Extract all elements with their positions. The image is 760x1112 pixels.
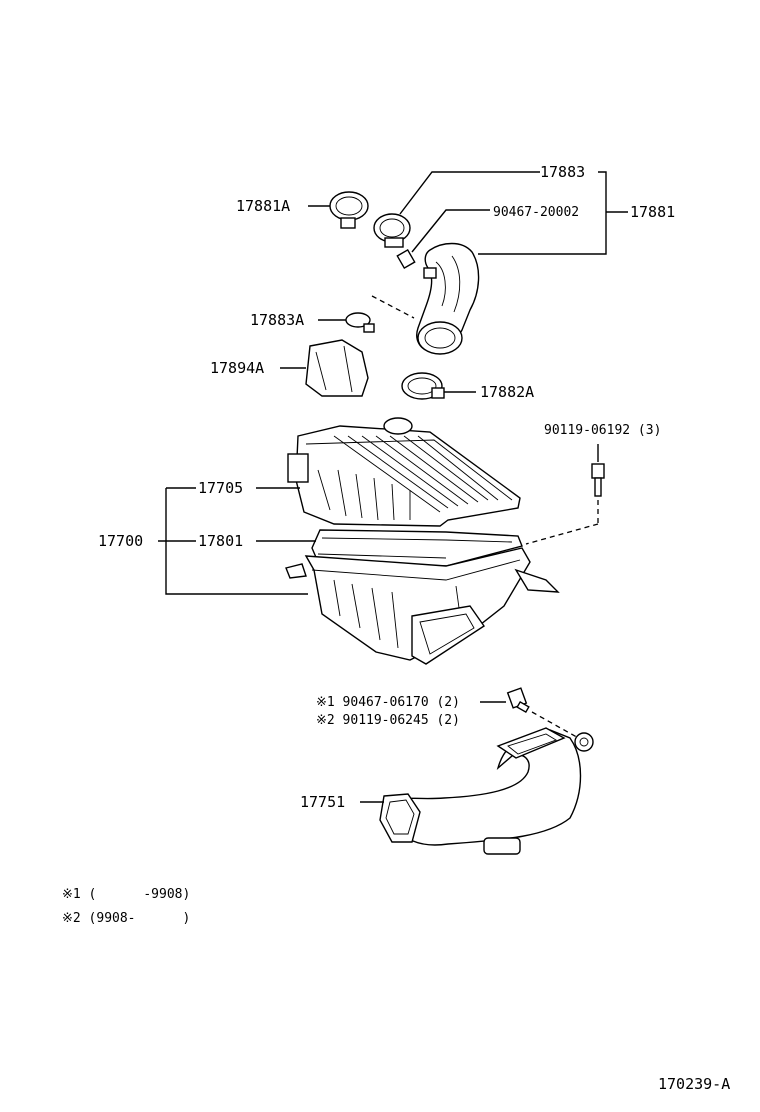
clamp-17883 bbox=[373, 213, 411, 248]
figure-code: 170239-A bbox=[658, 1075, 730, 1093]
label-17705: 17705 bbox=[198, 479, 243, 497]
bolt-90119-06192 bbox=[591, 463, 605, 497]
air-cleaner-case bbox=[285, 547, 560, 665]
clamp-17882A bbox=[401, 372, 445, 400]
clamp-17881A bbox=[329, 191, 369, 229]
label-17751: 17751 bbox=[300, 793, 345, 811]
air-cleaner-cap-17705 bbox=[287, 417, 521, 527]
label-17801: 17801 bbox=[198, 532, 243, 550]
bolt-90467-20002 bbox=[396, 248, 416, 270]
label-17894A: 17894A bbox=[210, 359, 264, 377]
footnote-2: ※2 (9908- ) bbox=[62, 911, 190, 926]
label-90467-06170: ※1 90467-06170 (2) bbox=[316, 695, 460, 710]
label-17883: 17883 bbox=[540, 163, 585, 181]
intake-duct-17751 bbox=[379, 727, 594, 855]
label-17881: 17881 bbox=[630, 203, 675, 221]
label-17883A: 17883A bbox=[250, 311, 304, 329]
filter-element-17801 bbox=[311, 529, 523, 567]
label-90119-06245: ※2 90119-06245 (2) bbox=[316, 713, 460, 728]
label-17700: 17700 bbox=[98, 532, 143, 550]
label-90119-06192: 90119-06192 (3) bbox=[544, 423, 661, 438]
footnote-1: ※1 ( -9908) bbox=[62, 887, 190, 902]
label-17881A: 17881A bbox=[236, 197, 290, 215]
clamp-17883A bbox=[345, 312, 375, 333]
label-17882A: 17882A bbox=[480, 383, 534, 401]
bolt-90467-06170 bbox=[506, 687, 530, 714]
label-90467-20002: 90467-20002 bbox=[493, 205, 579, 220]
resonator-17894A bbox=[305, 339, 369, 397]
intake-hose-17881 bbox=[416, 242, 480, 355]
